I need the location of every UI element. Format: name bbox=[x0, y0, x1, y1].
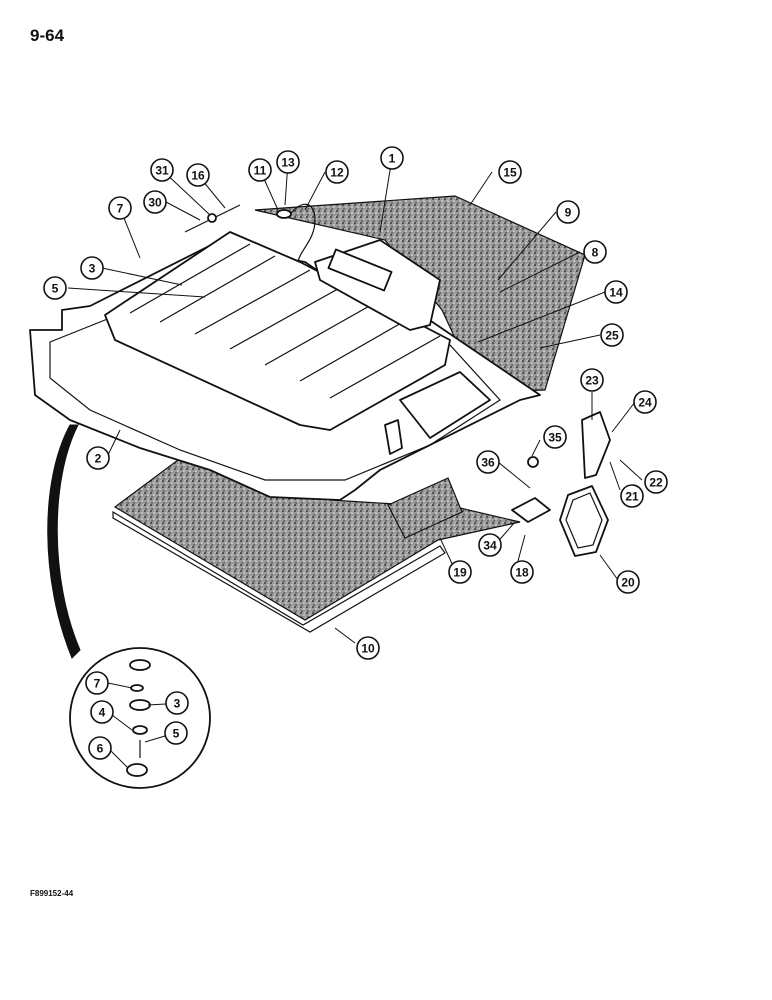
svg-text:7: 7 bbox=[117, 202, 124, 216]
svg-text:34: 34 bbox=[483, 539, 497, 553]
mirror-bracket bbox=[581, 411, 611, 479]
callout-16: 16 bbox=[186, 163, 210, 187]
console-switch bbox=[384, 419, 403, 455]
callout-1: 1 bbox=[380, 146, 404, 170]
callout-15: 15 bbox=[498, 160, 522, 184]
callout-20: 20 bbox=[616, 570, 640, 594]
detail-callout-6: 6 bbox=[88, 736, 112, 760]
callout-25: 25 bbox=[600, 323, 624, 347]
svg-text:3: 3 bbox=[174, 697, 181, 711]
callout-7: 7 bbox=[108, 196, 132, 220]
detail-callout-3: 3 bbox=[165, 691, 189, 715]
callout-34: 34 bbox=[478, 533, 502, 557]
callout-12: 12 bbox=[325, 160, 349, 184]
callout-35: 35 bbox=[543, 425, 567, 449]
detail-callout-4: 4 bbox=[90, 700, 114, 724]
callout-21: 21 bbox=[620, 484, 644, 508]
svg-text:11: 11 bbox=[254, 164, 267, 178]
svg-text:19: 19 bbox=[453, 566, 467, 580]
callout-23: 23 bbox=[580, 368, 604, 392]
callout-22: 22 bbox=[644, 470, 668, 494]
svg-text:23: 23 bbox=[585, 374, 599, 388]
svg-text:2: 2 bbox=[95, 452, 102, 466]
callout-30: 30 bbox=[143, 190, 167, 214]
svg-text:16: 16 bbox=[191, 169, 205, 183]
mount-plate bbox=[511, 497, 551, 523]
small-pad bbox=[387, 477, 463, 539]
svg-text:24: 24 bbox=[638, 396, 652, 410]
svg-text:21: 21 bbox=[625, 490, 639, 504]
svg-text:18: 18 bbox=[515, 566, 529, 580]
mirror bbox=[559, 485, 609, 557]
leader-lines bbox=[67, 157, 643, 644]
callout-31: 31 bbox=[150, 158, 174, 182]
clip bbox=[207, 213, 217, 223]
wire-harness bbox=[289, 203, 316, 263]
svg-text:1: 1 bbox=[389, 152, 396, 166]
callout-13: 13 bbox=[276, 150, 300, 174]
svg-text:7: 7 bbox=[94, 677, 101, 691]
svg-text:6: 6 bbox=[97, 742, 104, 756]
svg-text:35: 35 bbox=[548, 431, 562, 445]
svg-text:3: 3 bbox=[89, 262, 96, 276]
callout-24: 24 bbox=[633, 390, 657, 414]
callout-8: 8 bbox=[583, 240, 607, 264]
callout-10: 10 bbox=[356, 636, 380, 660]
ribbed-headliner bbox=[104, 231, 451, 431]
svg-text:8: 8 bbox=[592, 246, 599, 260]
mirror-glass bbox=[565, 492, 603, 549]
svg-text:4: 4 bbox=[99, 706, 106, 720]
callout-19: 19 bbox=[448, 560, 472, 584]
svg-text:14: 14 bbox=[609, 286, 623, 300]
callout-14: 14 bbox=[604, 280, 628, 304]
callout-2: 2 bbox=[86, 446, 110, 470]
headliner-ribs bbox=[129, 243, 441, 399]
callout-5: 5 bbox=[43, 276, 67, 300]
svg-text:36: 36 bbox=[481, 456, 495, 470]
callout-11: 11 bbox=[248, 158, 272, 182]
detail-callout-7: 7 bbox=[85, 671, 109, 695]
callout-9: 9 bbox=[556, 200, 580, 224]
callout-18: 18 bbox=[510, 560, 534, 584]
console-recess bbox=[399, 371, 491, 439]
svg-text:10: 10 bbox=[361, 642, 375, 656]
svg-text:20: 20 bbox=[621, 576, 635, 590]
figure-code: F899152-44 bbox=[30, 889, 74, 898]
callout-36: 36 bbox=[476, 450, 500, 474]
svg-text:5: 5 bbox=[52, 282, 59, 296]
detail-callout-5: 5 bbox=[164, 721, 188, 745]
svg-text:15: 15 bbox=[503, 166, 517, 180]
svg-text:12: 12 bbox=[330, 166, 344, 180]
svg-text:13: 13 bbox=[281, 156, 295, 170]
callout-3: 3 bbox=[80, 256, 104, 280]
page-number: 9-64 bbox=[30, 26, 65, 45]
svg-text:31: 31 bbox=[155, 164, 169, 178]
floor-mat-edge bbox=[112, 510, 446, 633]
mount-screw bbox=[527, 456, 539, 468]
svg-text:22: 22 bbox=[649, 476, 663, 490]
connector bbox=[276, 209, 292, 219]
dome-light bbox=[327, 248, 393, 292]
svg-text:5: 5 bbox=[173, 727, 180, 741]
detail-leader bbox=[47, 424, 81, 659]
svg-text:9: 9 bbox=[565, 206, 572, 220]
svg-text:25: 25 bbox=[605, 329, 619, 343]
svg-text:30: 30 bbox=[148, 196, 162, 210]
